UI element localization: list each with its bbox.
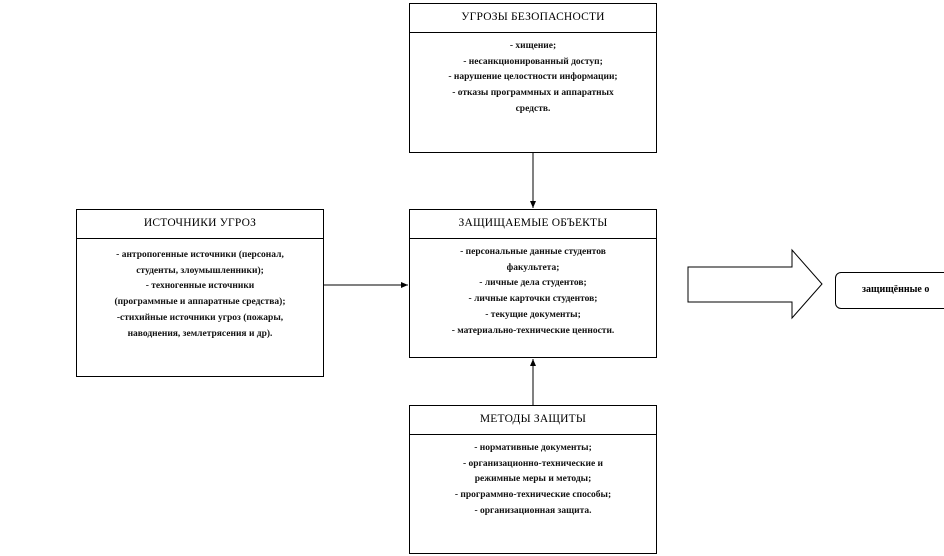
methods-box: МЕТОДЫ ЗАЩИТЫ - нормативные документы; -… — [409, 405, 657, 554]
objects-item: - личные дела студентов; — [479, 278, 587, 289]
objects-title: ЗАЩИЩАЕМЫЕ ОБЪЕКТЫ — [458, 217, 608, 229]
sources-divider — [77, 238, 323, 239]
methods-item: - организационно-технические и — [462, 458, 604, 469]
methods-item: - организационная защита. — [474, 505, 592, 516]
sources-item: - антропогенные источники (персонал, — [116, 250, 284, 260]
result-box: защищённые о — [835, 272, 944, 309]
methods-list: - нормативные документы; - организационн… — [414, 441, 652, 520]
sources-box: ИСТОЧНИКИ УГРОЗ - антропогенные источник… — [76, 209, 324, 377]
sources-item: (программные и аппаратные средства); — [114, 297, 286, 308]
threats-title: УГРОЗЫ БЕЗОПАСНОСТИ — [461, 11, 605, 23]
threats-item: - несанкционированный доступ; — [463, 56, 603, 67]
sources-item: -стихийные источники угроз (пожары, — [116, 312, 284, 323]
objects-box: ЗАЩИЩАЕМЫЕ ОБЪЕКТЫ - персональные данные… — [409, 209, 657, 358]
objects-item: - личные карточки студентов; — [468, 294, 598, 305]
sources-item: наводнения, землетрясения и др). — [127, 328, 273, 339]
block-arrow-to-result — [687, 248, 823, 320]
objects-item: факультета; — [506, 262, 560, 273]
sources-list: - антропогенные источники (персонал, сту… — [81, 248, 319, 342]
methods-item: режимные меры и методы; — [474, 474, 592, 485]
sources-item: студенты, злоумышленники); — [136, 265, 264, 276]
threats-item: - отказы программных и аппаратных — [452, 88, 614, 99]
threats-item: средств. — [515, 103, 551, 114]
objects-item: - персональные данные студентов — [460, 247, 606, 257]
threats-list: - хищение; - несанкционированный доступ;… — [414, 39, 652, 118]
result-label: защищённые о — [862, 284, 930, 295]
objects-item: - материально-технические ценности. — [451, 325, 615, 336]
objects-list: - персональные данные студентов факульте… — [414, 245, 652, 339]
threats-box: УГРОЗЫ БЕЗОПАСНОСТИ - хищение; - несанкц… — [409, 3, 657, 153]
threats-divider — [410, 32, 656, 33]
objects-item: - текущие документы; — [485, 309, 581, 320]
threats-item: - нарушение целостности информации; — [448, 72, 618, 83]
methods-title: МЕТОДЫ ЗАЩИТЫ — [479, 413, 587, 425]
methods-divider — [410, 434, 656, 435]
sources-title: ИСТОЧНИКИ УГРОЗ — [143, 217, 257, 229]
methods-item: - нормативные документы; — [474, 443, 592, 453]
methods-item: - программно-технические способы; — [454, 490, 612, 501]
sources-item: - техногенные источники — [145, 281, 255, 292]
objects-divider — [410, 238, 656, 239]
threats-item: - хищение; — [509, 41, 557, 51]
